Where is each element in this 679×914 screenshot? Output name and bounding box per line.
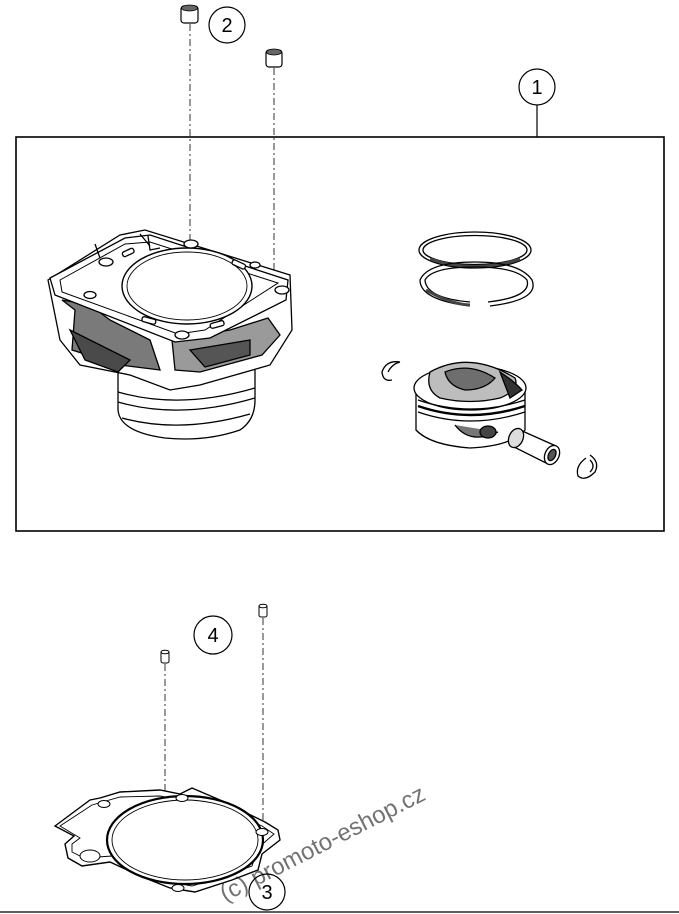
piston-ring-lower	[419, 261, 534, 307]
cylinder	[47, 229, 293, 440]
cylinder-base-gasket	[53, 787, 281, 893]
callout-1: 1	[518, 68, 556, 106]
dowel-pin-top-right	[265, 48, 283, 68]
callout-2-label: 2	[221, 15, 232, 37]
callout-2: 2	[208, 6, 246, 44]
callout-1-label: 1	[531, 77, 542, 99]
dowel-pin-top-left	[180, 4, 199, 24]
dowel-pin-bottom-left	[160, 649, 170, 664]
piston-ring-upper	[418, 231, 532, 269]
callout-3: 3	[248, 873, 286, 911]
assembly-frame	[15, 136, 665, 532]
dowel-pin-bottom-right	[258, 603, 268, 618]
callout-4: 4	[193, 615, 233, 655]
callout-3-label: 3	[261, 882, 272, 904]
callout-4-label: 4	[207, 625, 218, 647]
circlip-left	[381, 361, 401, 381]
piston-pin	[507, 427, 561, 466]
circlip-right	[576, 454, 598, 479]
